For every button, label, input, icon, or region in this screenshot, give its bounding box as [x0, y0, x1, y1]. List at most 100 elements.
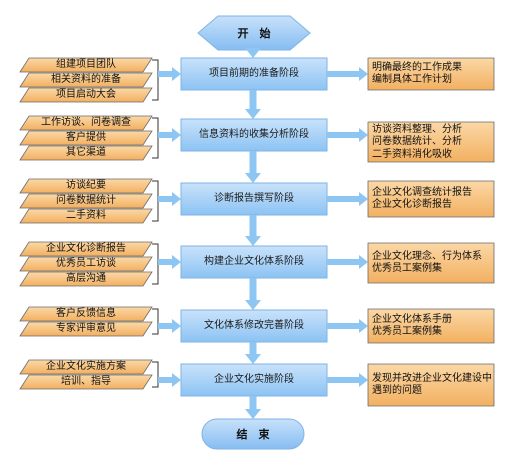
- stage-4-input-arrow-head: [172, 255, 181, 269]
- stage-3-input-2: 问卷数据统计: [56, 195, 116, 206]
- arrow-stage-6-down-shaft: [249, 396, 257, 410]
- stage-1-output-2: 编制具体工作计划: [372, 74, 452, 86]
- arrow-stage-1-down: [245, 90, 261, 119]
- stage-6-output-1: 发现并改进企业文化建设中: [372, 372, 492, 384]
- stage-3-input-bracket-line: [152, 180, 159, 222]
- stage-3-box: [180, 182, 328, 216]
- arrow-stage-1-down-shaft: [249, 90, 257, 110]
- stage-4-title: 构建企业文化体系阶段: [204, 256, 304, 267]
- stage-4-input-arrow: [158, 255, 181, 269]
- stage-2-input-arrow: [158, 128, 181, 142]
- stage-2-input-bracket-line: [152, 117, 159, 159]
- stage-4-input-bracket-line: [152, 243, 159, 285]
- stage-5-output-2: 优秀员工案例集: [372, 326, 442, 338]
- stage-1-output-box: [367, 57, 495, 91]
- stage-3-input-bracket: [152, 180, 159, 222]
- stage-1-input-band-3: [19, 87, 153, 103]
- stage-5-title: 文化体系修改完善阶段: [204, 320, 304, 331]
- stage-3-output-2: 企业文化诊断报告: [372, 199, 452, 211]
- stage-6-input-1: 企业文化实施方案: [46, 361, 126, 372]
- stage-2-input-arrow-head: [172, 128, 181, 142]
- stage-1-input-band-1: [19, 57, 153, 73]
- stage-3-input-arrow-head: [172, 192, 181, 206]
- stage-5-input-bracket-line: [152, 308, 159, 335]
- stage-2-output-arrow-head: [359, 128, 368, 142]
- stage-5-input-arrow: [158, 319, 181, 333]
- stage-4-input-3: 高层沟通: [66, 273, 106, 284]
- stage-1-title: 项目前期的准备阶段: [209, 68, 299, 79]
- stage-5-output-box: [367, 308, 495, 344]
- start-terminator: [197, 15, 311, 51]
- stage-3-input-band-2: [19, 193, 153, 209]
- stage-2-output-3: 二手资料消化吸收: [372, 148, 452, 160]
- stage-1-input-bracket: [152, 59, 159, 101]
- stage-5-input-band-1: [19, 306, 153, 322]
- stage-3-input-arrow-shaft: [158, 196, 173, 202]
- stage-3-output-arrow-shaft: [327, 196, 360, 202]
- stage-1-output-arrow: [327, 67, 368, 81]
- stage-5-input-bracket: [152, 308, 159, 335]
- arrow-stage-2-down-head: [245, 173, 261, 183]
- stage-2-output-1: 访谈资料整理、分析: [372, 123, 462, 135]
- arrow-stage-2-down: [245, 151, 261, 183]
- arrow-stage-4-down-shaft: [249, 278, 257, 301]
- stage-1-input-band-2: [19, 72, 153, 88]
- stage-3-input-1: 访谈纪要: [66, 180, 106, 191]
- stage-6-output-box: [367, 363, 495, 407]
- stage-1-output-1: 明确最终的工作成果: [372, 61, 462, 73]
- stage-4-input-1: 企业文化诊断报告: [46, 243, 126, 254]
- arrow-stage-4-down: [245, 278, 261, 310]
- stage-3-output-arrow: [327, 192, 368, 206]
- arrow-stage-3-down-head: [245, 236, 261, 246]
- stage-4-input-2: 优秀员工访谈: [56, 258, 116, 269]
- arrow-stage-2-down-shaft: [249, 151, 257, 174]
- stage-2-input-1: 工作访谈、问卷调查: [41, 117, 131, 128]
- stage-2-output-arrow: [327, 128, 368, 142]
- arrow-start-to-stage-1-head: [245, 48, 261, 58]
- stage-5-input-1: 客户反馈信息: [56, 308, 116, 319]
- stage-6-title: 企业文化实施阶段: [214, 374, 294, 385]
- stage-2-input-3: 其它渠道: [66, 147, 106, 158]
- stage-5-output-arrow-shaft: [327, 323, 360, 329]
- stage-5-output-arrow-head: [359, 319, 368, 333]
- stage-5-input-2: 专家评审意见: [56, 323, 116, 334]
- stage-1-input-bracket-line: [152, 59, 159, 101]
- stage-3-output-box: [367, 180, 495, 218]
- stage-1-input-2: 相关资料的准备: [51, 74, 121, 85]
- end-label: 结 束: [236, 427, 270, 441]
- stage-2-input-arrow-shaft: [158, 132, 173, 138]
- stage-2-output-arrow-shaft: [327, 132, 360, 138]
- stage-3-input-3: 二手资料: [66, 210, 106, 221]
- stage-5-input-arrow-head: [172, 319, 181, 333]
- stage-4-input-band-3: [19, 271, 153, 287]
- stage-3-input-arrow: [158, 192, 181, 206]
- stage-4-input-arrow-shaft: [158, 259, 173, 265]
- stage-3-output-arrow-head: [359, 192, 368, 206]
- stage-6-box: [180, 363, 328, 397]
- stage-5-output-arrow: [327, 319, 368, 333]
- stage-4-output-1: 企业文化理念、行为体系: [372, 250, 482, 262]
- stage-2-input-band-2: [19, 130, 153, 146]
- stage-3-title: 诊断报告撰写阶段: [214, 193, 294, 204]
- stage-3-output-1: 企业文化调查统计报告: [372, 186, 472, 198]
- stage-1-output-arrow-shaft: [327, 71, 360, 77]
- arrow-stage-3-down: [245, 215, 261, 246]
- start-label: 开 始: [237, 26, 271, 40]
- stage-6-input-band-2: [19, 374, 153, 390]
- stage-2-input-band-1: [19, 115, 153, 131]
- stage-3-input-band-3: [19, 208, 153, 224]
- arrow-stage-4-down-head: [245, 300, 261, 310]
- stage-3-input-band-1: [19, 178, 153, 194]
- stage-4-output-arrow: [327, 255, 368, 269]
- arrow-stage-5-down-shaft: [249, 342, 257, 355]
- stage-1-input-1: 组建项目团队: [56, 59, 116, 70]
- stage-1-input-3: 项目启动大会: [56, 89, 116, 100]
- stage-6-output-2: 遇到的问题: [372, 385, 422, 397]
- arrow-stage-5-down: [245, 342, 261, 364]
- stage-6-input-bracket-line: [152, 361, 159, 388]
- stage-4-input-band-2: [19, 256, 153, 272]
- stage-4-input-band-1: [19, 241, 153, 257]
- stage-1-input-arrow-shaft: [158, 71, 173, 77]
- arrow-stage-3-down-shaft: [249, 215, 257, 237]
